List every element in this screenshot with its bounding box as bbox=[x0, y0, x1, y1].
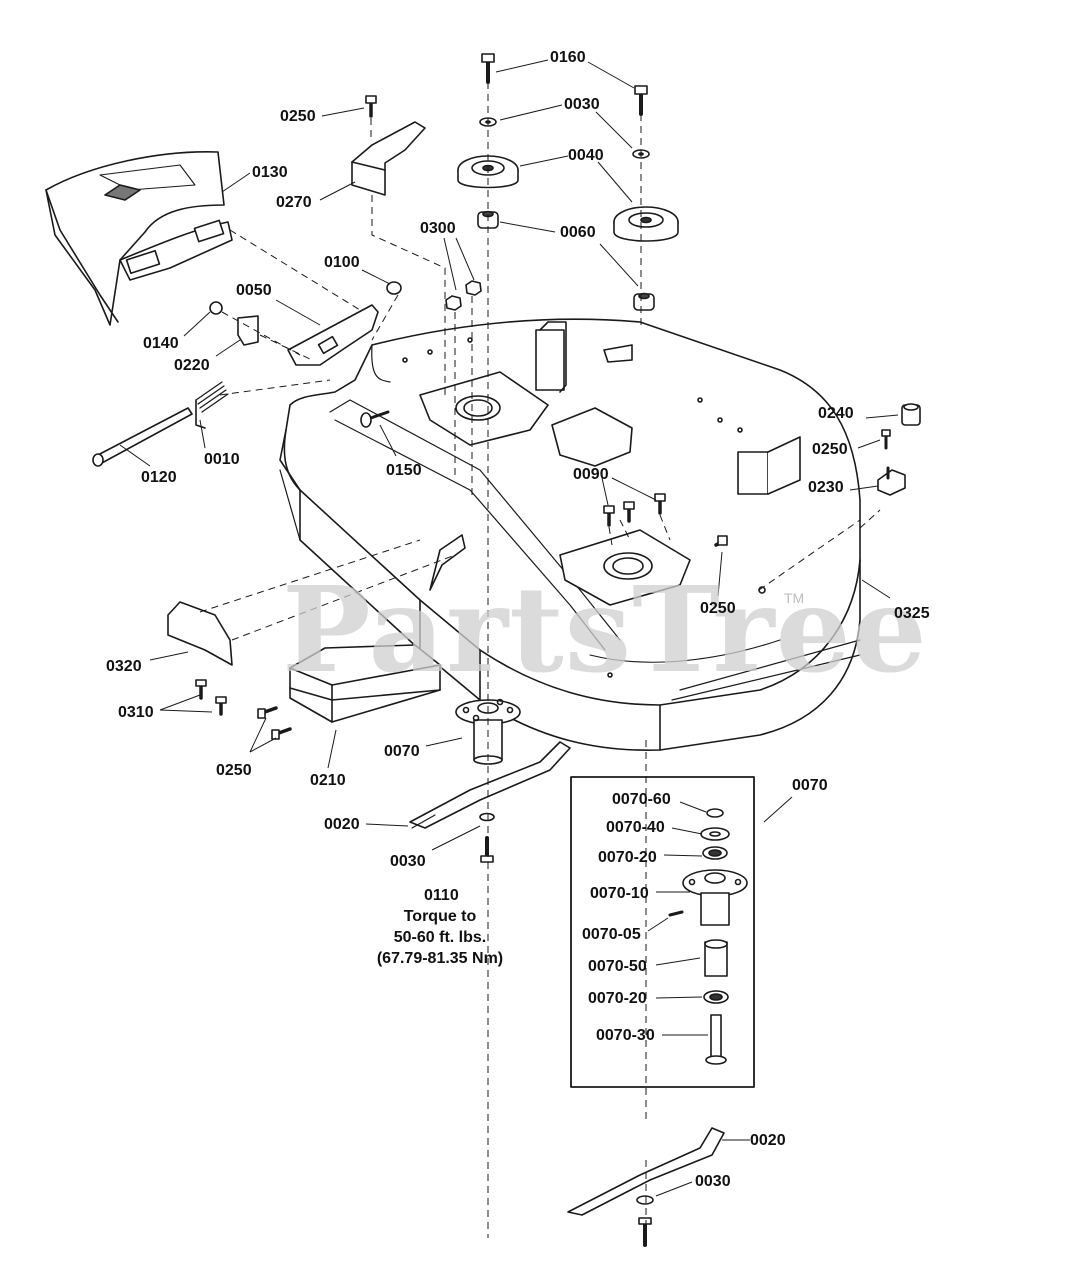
callout-0020-left: 0020 bbox=[324, 816, 360, 833]
callout-0140: 0140 bbox=[143, 335, 179, 352]
callout-0250-mid: 0250 bbox=[700, 600, 736, 617]
spring-0010 bbox=[195, 381, 229, 429]
mower-deck-housing bbox=[279, 318, 861, 752]
callout-0070-assembly: 0070 bbox=[792, 777, 828, 794]
callout-0070-60: 0070-60 bbox=[612, 791, 671, 808]
torque-note-line1: Torque to bbox=[403, 908, 477, 925]
callout-0240: 0240 bbox=[818, 405, 854, 422]
callout-0030-top: 0030 bbox=[564, 96, 600, 113]
deflector-0320 bbox=[167, 601, 233, 666]
chute-bracket-0270 bbox=[351, 121, 426, 196]
watermark-trademark: TM bbox=[784, 590, 805, 606]
callout-0250-right: 0250 bbox=[812, 441, 848, 458]
callout-0030-bottom: 0030 bbox=[695, 1173, 731, 1190]
callout-0030-left: 0030 bbox=[390, 853, 426, 870]
hinge-bracket-0050 bbox=[287, 304, 379, 366]
callout-0110: 0110 bbox=[424, 887, 459, 904]
blade-0020-left bbox=[409, 741, 571, 829]
callout-0230: 0230 bbox=[808, 479, 844, 496]
bolt-0150 bbox=[360, 410, 390, 428]
callout-0050: 0050 bbox=[236, 282, 272, 299]
callout-0070-50: 0070-50 bbox=[588, 958, 647, 975]
rod-0120 bbox=[92, 407, 193, 467]
callout-0320: 0320 bbox=[106, 658, 142, 675]
callout-0310: 0310 bbox=[118, 704, 154, 721]
callout-0010: 0010 bbox=[204, 451, 240, 468]
callout-0070-10: 0070-10 bbox=[590, 885, 649, 902]
torque-note-line3: (67.79-81.35 Nm) bbox=[376, 950, 504, 967]
callout-0120: 0120 bbox=[141, 469, 177, 486]
callout-0060: 0060 bbox=[560, 224, 596, 241]
blade-0020-bottom bbox=[567, 1127, 725, 1216]
callout-0300: 0300 bbox=[420, 220, 456, 237]
callout-0250-left: 0250 bbox=[216, 762, 252, 779]
bracket-0220 bbox=[237, 315, 259, 346]
callout-0020-bottom: 0020 bbox=[750, 1132, 786, 1149]
belt-cover-0210 bbox=[289, 644, 441, 723]
callout-0090: 0090 bbox=[573, 466, 609, 483]
callout-0070-20-upper: 0070-20 bbox=[598, 849, 657, 866]
callout-0070-20-lower: 0070-20 bbox=[588, 990, 647, 1007]
callout-0130: 0130 bbox=[252, 164, 288, 181]
callout-0160: 0160 bbox=[550, 49, 586, 66]
callout-0070: 0070 bbox=[384, 743, 420, 760]
callout-0070-05: 0070-05 bbox=[582, 926, 641, 943]
torque-note: Torque to 50-60 ft. lbs. (67.79-81.35 Nm… bbox=[355, 906, 525, 969]
callout-0220: 0220 bbox=[174, 357, 210, 374]
pulley-0040-right bbox=[613, 206, 679, 242]
callout-0210: 0210 bbox=[310, 772, 346, 789]
callout-0250-top: 0250 bbox=[280, 108, 316, 125]
callout-0325: 0325 bbox=[894, 605, 930, 622]
watermark: PartsTree bbox=[282, 560, 928, 699]
callout-0270: 0270 bbox=[276, 194, 312, 211]
callout-0070-30: 0070-30 bbox=[596, 1027, 655, 1044]
torque-note-line2: 50-60 ft. lbs. bbox=[393, 929, 487, 946]
callout-0100: 0100 bbox=[324, 254, 360, 271]
discharge-chute bbox=[45, 151, 233, 326]
callout-0070-40: 0070-40 bbox=[606, 819, 665, 836]
callout-0150: 0150 bbox=[386, 462, 422, 479]
callout-0040: 0040 bbox=[568, 147, 604, 164]
